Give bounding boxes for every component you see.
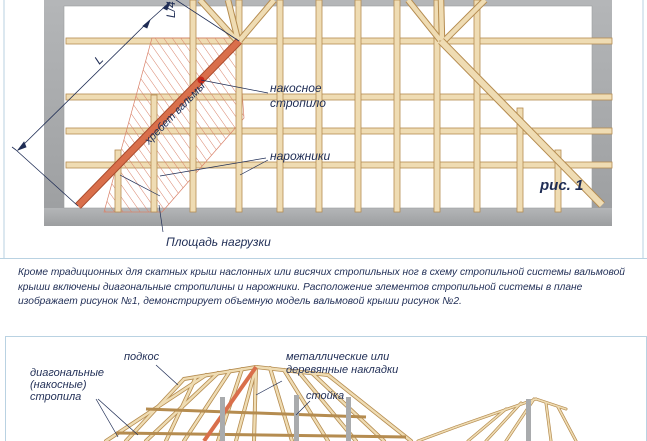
label-plates-1: металлические или — [286, 351, 389, 363]
model-hip-rafter — [202, 365, 258, 441]
right-roof-frame — [416, 397, 578, 441]
right-post — [526, 399, 531, 441]
label-l-quarter: L/4 — [164, 1, 178, 18]
label-diagonal-1: диагональные — [30, 367, 104, 379]
label-hip-rafter-2: стропило — [270, 96, 326, 110]
right-roof-frame-fill — [417, 398, 577, 441]
figure-1-plan-view: L/4 L хребет вальмы накосное стропило на… — [0, 0, 647, 259]
label-post: стойка — [306, 390, 344, 402]
label-jack-rafters: нарожники — [270, 149, 331, 163]
label-diagonal-2: (накосные) — [30, 379, 87, 391]
right-hip-rafter — [438, 38, 605, 208]
leader-lines — [119, 79, 269, 233]
model-drawing: подкос диагональные (накосные) стропила … — [30, 351, 578, 441]
label-load-area: Площадь нагрузки — [166, 235, 271, 249]
description-paragraph: Кроме традиционных для скатных крыш насл… — [18, 267, 625, 308]
horizontal-beams — [65, 37, 613, 169]
left-roof-frame-fill — [104, 365, 413, 441]
plan-drawing: L/4 L хребет вальмы накосное стропило на… — [3, 0, 644, 258]
label-plates-2: деревянные накладки — [286, 364, 398, 376]
label-hip-rafter-1: накосное — [270, 81, 322, 95]
upper-diagonals-fill — [198, 0, 487, 44]
label-strut: подкос — [124, 351, 160, 363]
label-diagonal-3: стропила — [30, 391, 81, 403]
model-posts — [220, 395, 351, 441]
vertical-rafters — [114, 0, 562, 213]
figure-1-label: рис. 1 — [539, 177, 583, 194]
model-leader-lines — [95, 364, 311, 438]
left-hip-rafter — [75, 38, 242, 209]
dimension-lines — [11, 0, 240, 207]
crossbars — [115, 407, 407, 439]
figure-2-model-view: подкос диагональные (накосные) стропила … — [5, 336, 647, 441]
